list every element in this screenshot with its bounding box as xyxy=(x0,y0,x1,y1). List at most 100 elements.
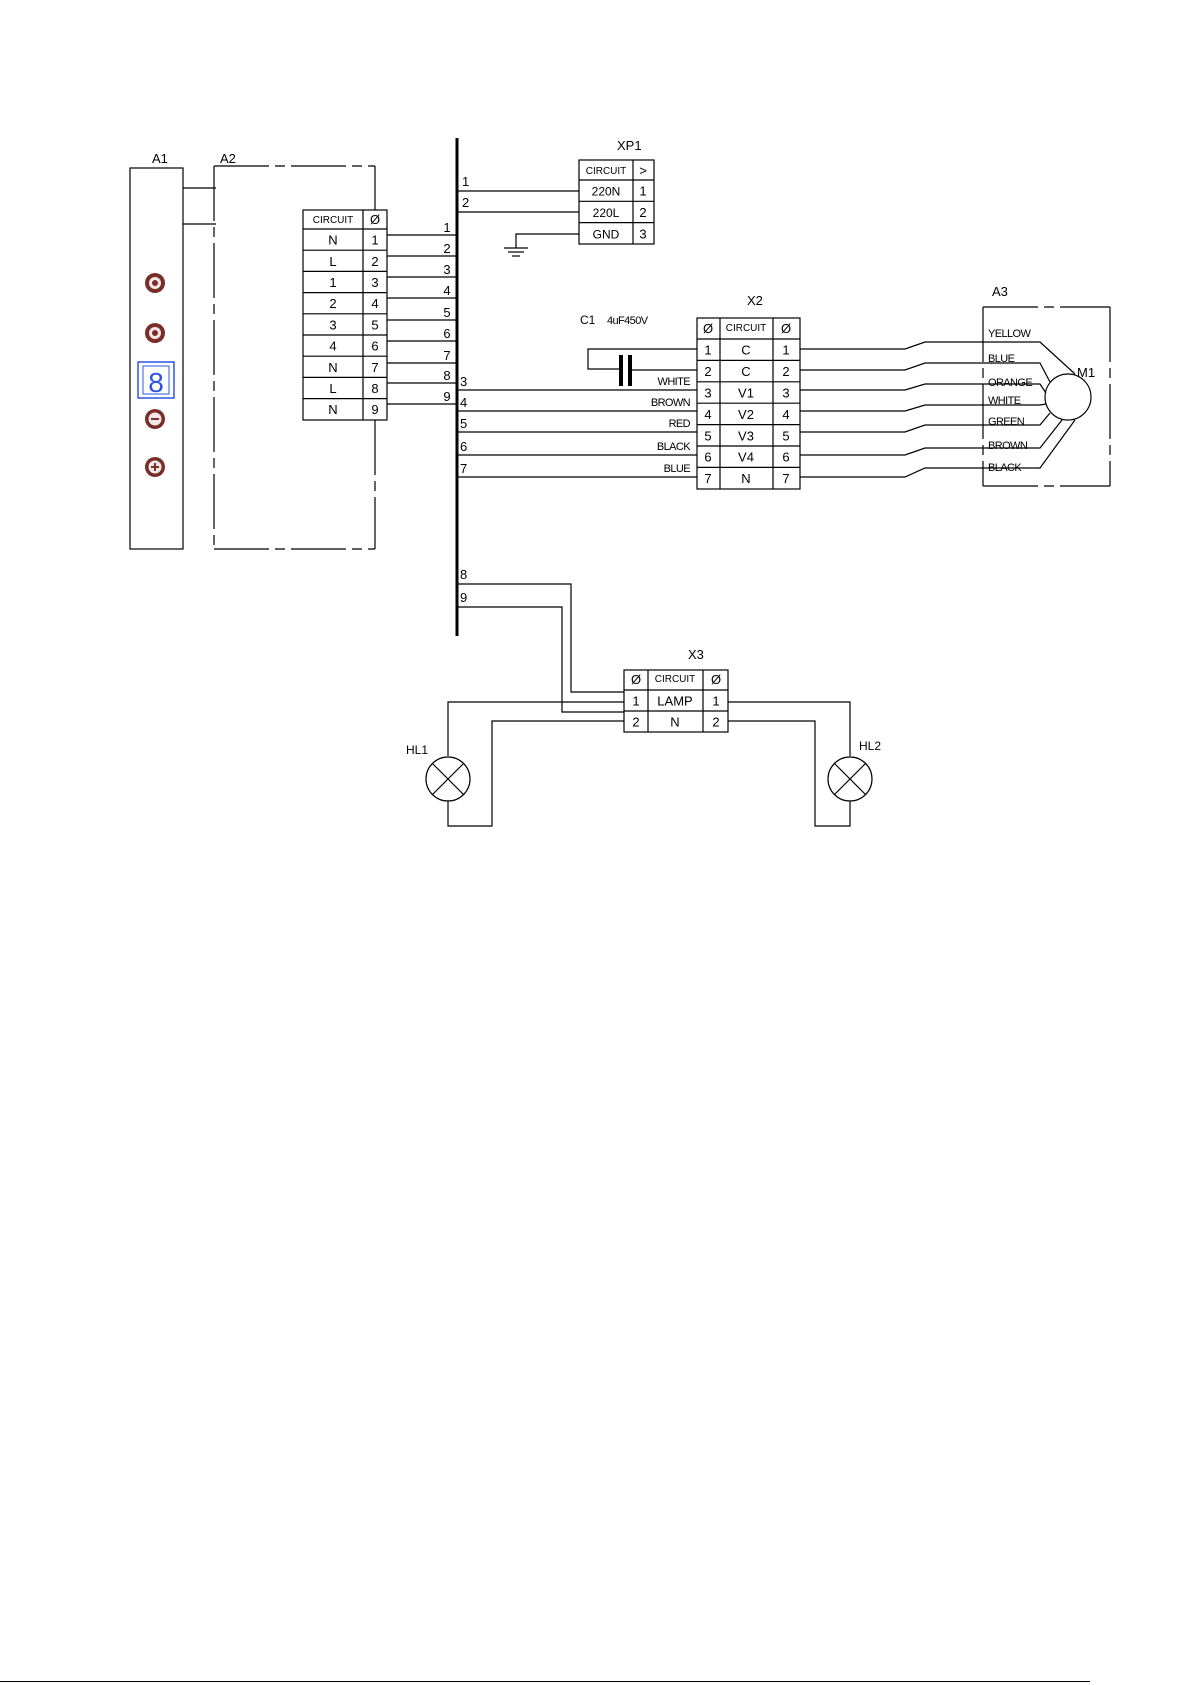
bus-wire-number-right: 5 xyxy=(460,416,467,431)
a2-row-circuit: 2 xyxy=(329,296,336,311)
label-x3: X3 xyxy=(688,647,704,662)
a2-row-number: 9 xyxy=(371,402,378,417)
x3-row-left-number: 2 xyxy=(632,715,639,730)
a2-header-circuit: CIRCUIT xyxy=(313,215,354,226)
bus-wire-number-right: 3 xyxy=(460,374,467,389)
xp1-row-circuit: GND xyxy=(593,227,620,241)
bus-wire-number-left: 9 xyxy=(443,389,450,404)
x3-row-right-number: 2 xyxy=(712,715,719,730)
label-a1: A1 xyxy=(152,151,168,166)
wire-color-label: BLACK xyxy=(657,441,691,453)
a2-row-circuit: N xyxy=(328,360,337,375)
a2-row-circuit: 4 xyxy=(329,339,336,354)
x2-row-left-number: 4 xyxy=(704,407,711,422)
knob-icon xyxy=(145,273,165,293)
lamp-hl1-icon xyxy=(425,756,471,802)
bus-wire-number-lower: 9 xyxy=(460,590,467,605)
x2-row-circuit: C xyxy=(741,343,750,358)
label-c1-value: 4uF450V xyxy=(607,315,649,327)
wire-color-label: RED xyxy=(669,418,691,430)
control-panel-a1: A1 8 xyxy=(129,151,216,550)
x3-row-left-number: 1 xyxy=(632,694,639,709)
a2-header-diameter: Ø xyxy=(370,212,380,227)
label-x2: X2 xyxy=(747,293,763,308)
bus-wire-number-left: 7 xyxy=(443,348,450,363)
wire-color-label: BLUE xyxy=(664,463,691,475)
x3-header-diameter-right: Ø xyxy=(711,672,721,687)
x3-row-circuit: LAMP xyxy=(657,694,692,709)
motor-wire-color-label: BROWN xyxy=(988,440,1028,452)
label-m1: M1 xyxy=(1077,365,1095,380)
bus-wire-number-right: 7 xyxy=(460,461,467,476)
bus-wire-number-lower: 8 xyxy=(460,567,467,582)
x3-header-circuit: CIRCUIT xyxy=(655,674,696,685)
label-hl1: HL1 xyxy=(406,743,428,757)
a2-row-circuit: 1 xyxy=(329,275,336,290)
a2-row-number: 5 xyxy=(371,317,378,332)
x2-header-diameter-left: Ø xyxy=(703,321,713,336)
x2-row-left-number: 2 xyxy=(704,364,711,379)
bus-wire-number-right: 4 xyxy=(460,395,467,410)
a2-row-number: 1 xyxy=(371,233,378,248)
a2-row-circuit: N xyxy=(328,233,337,248)
a2-row-number: 7 xyxy=(371,360,378,375)
x2-row-circuit: V1 xyxy=(738,386,754,401)
motor-a3: A3 M1 YELLOWBLUEORANGEWHITEGREENBROWNBLA… xyxy=(800,284,1111,487)
motor-wire-color-label: BLACK xyxy=(988,462,1022,474)
a2-row-number: 3 xyxy=(371,275,378,290)
label-c1: C1 xyxy=(580,313,596,327)
motor-m1-icon xyxy=(1044,373,1092,421)
bus-wire-number-right: 6 xyxy=(460,439,467,454)
wire-color-label: BROWN xyxy=(651,397,691,409)
a2-row-number: 4 xyxy=(371,296,378,311)
xp1-row-number: 2 xyxy=(639,205,646,220)
label-xp1: XP1 xyxy=(617,138,642,153)
display-digit: 8 xyxy=(148,367,164,398)
x2-row-left-number: 1 xyxy=(704,343,711,358)
x2-header-circuit: CIRCUIT xyxy=(726,323,767,334)
knob-icon xyxy=(145,323,165,343)
x2-row-right-number: 3 xyxy=(782,386,789,401)
x2-header-diameter-right: Ø xyxy=(781,321,791,336)
bus-wire-number-left: 2 xyxy=(443,241,450,256)
label-a2: A2 xyxy=(220,151,236,166)
label-hl2: HL2 xyxy=(859,739,881,753)
x2-row-circuit: V2 xyxy=(738,407,754,422)
x3-row-circuit: N xyxy=(670,715,679,730)
ground-icon xyxy=(504,247,528,257)
minus-button-icon xyxy=(145,409,165,429)
wire-color-label: WHITE xyxy=(658,376,691,388)
x2-row-right-number: 2 xyxy=(782,364,789,379)
a2-row-number: 6 xyxy=(371,339,378,354)
bus-wire-number-left: 3 xyxy=(443,262,450,277)
x2-row-left-number: 3 xyxy=(704,386,711,401)
motor-wire-color-label: WHITE xyxy=(988,395,1021,407)
x2-row-circuit: C xyxy=(741,364,750,379)
plus-button-icon xyxy=(145,457,165,477)
motor-wire-color-label: GREEN xyxy=(988,416,1025,428)
xp1-row-number: 3 xyxy=(639,226,646,241)
bus-wire-number-left: 5 xyxy=(443,305,450,320)
x2-row-right-number: 1 xyxy=(782,343,789,358)
x2-row-left-number: 5 xyxy=(704,428,711,443)
x3-header-diameter-left: Ø xyxy=(631,672,641,687)
a2-row-number: 8 xyxy=(371,381,378,396)
x2-row-circuit: N xyxy=(741,471,750,486)
bus-wire-number-right: 1 xyxy=(462,174,469,189)
x2-row-circuit: V3 xyxy=(738,428,754,443)
a2-row-circuit: 3 xyxy=(329,317,336,332)
x2-row-right-number: 7 xyxy=(782,471,789,486)
x2-row-left-number: 7 xyxy=(704,471,711,486)
lamp-hl2-icon xyxy=(827,756,873,802)
x2-row-right-number: 4 xyxy=(782,407,789,422)
xp1-row-number: 1 xyxy=(639,184,646,199)
a2-row-circuit: L xyxy=(329,254,336,269)
a2-row-number: 2 xyxy=(371,254,378,269)
bus-wire-number-left: 1 xyxy=(443,220,450,235)
